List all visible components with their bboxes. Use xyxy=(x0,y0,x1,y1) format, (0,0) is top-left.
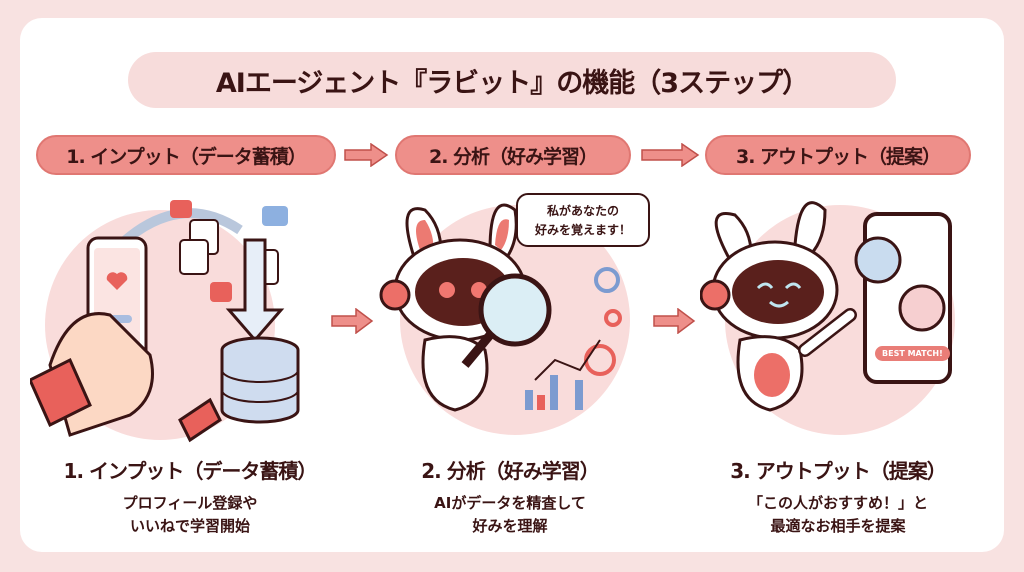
step-heading: 3. アウトプット（提案） xyxy=(730,459,946,483)
step-pill-input: 1. インプット（データ蓄積） xyxy=(36,135,336,175)
step-caption-input: 1. インプット（データ蓄積） プロフィール登録やいいねで学習開始 xyxy=(30,455,350,538)
speech-bubble: 私があなたの好みを覚えます！ xyxy=(516,193,650,247)
step-caption-output: 3. アウトプット（提案） 「この人がおすすめ！」と最適なお相手を提案 xyxy=(678,455,998,538)
arrow-right-icon xyxy=(641,143,700,167)
step-description: 好みを理解 xyxy=(472,517,548,535)
step-description: プロフィール登録や xyxy=(122,494,258,512)
step-pill-analysis: 2. 分析（好み学習） xyxy=(395,135,631,175)
bubble-text: 私があなたの xyxy=(546,204,619,218)
bubble-text: 好みを覚えます！ xyxy=(534,223,631,237)
arrow-right-icon xyxy=(331,308,374,334)
arrow-right-icon xyxy=(653,308,696,334)
step-description: 最適なお相手を提案 xyxy=(770,517,906,535)
input-illustration xyxy=(30,200,300,443)
analysis-robot-illustration xyxy=(379,203,630,435)
arrow-right-icon xyxy=(344,143,389,167)
step-description: いいねで学習開始 xyxy=(129,517,250,535)
step-heading: 1. インプット（データ蓄積） xyxy=(63,459,318,483)
page-title: AIエージェント『ラビット』の機能（3ステップ） xyxy=(128,52,896,108)
output-robot-illustration xyxy=(700,201,955,435)
step-description: AIがデータを精査して xyxy=(434,494,586,512)
best-match-badge: BEST MATCH! xyxy=(875,346,950,361)
step-description: 「この人がおすすめ！」と xyxy=(747,494,928,512)
step-heading: 2. 分析（好み学習） xyxy=(421,459,599,483)
step-caption-analysis: 2. 分析（好み学習） AIがデータを精査して好みを理解 xyxy=(350,455,670,538)
step-pill-output: 3. アウトプット（提案） xyxy=(705,135,971,175)
